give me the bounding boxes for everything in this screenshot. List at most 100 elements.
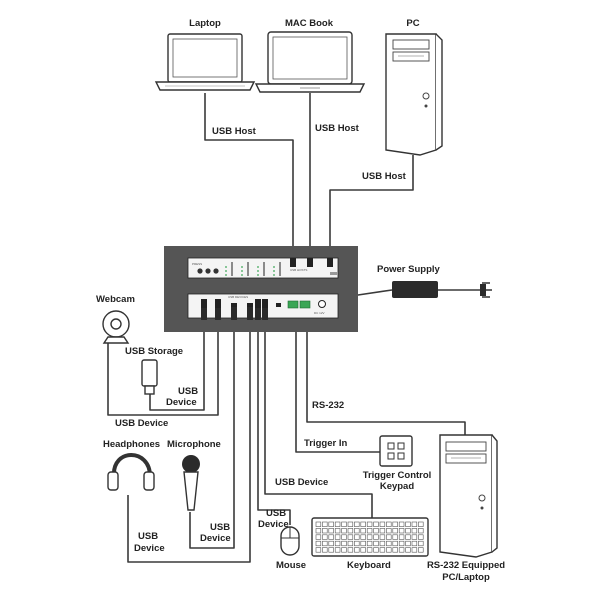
- keyboard-key: [341, 547, 347, 553]
- keyboard-key: [418, 540, 424, 547]
- switcher-unit: PRESS USB HOSTS USB DEVICES: [164, 246, 358, 332]
- keyboard-key: [360, 540, 366, 547]
- microphone-cable-label-1: USB: [210, 522, 230, 533]
- keyboard-key: [322, 534, 328, 540]
- keyboard-key: [392, 528, 398, 534]
- keyboard-key: [347, 534, 354, 540]
- rack-ear: [330, 272, 338, 275]
- macbook-label: MAC Book: [285, 18, 334, 29]
- dc-text: DC 12V: [314, 311, 325, 315]
- power-supply-icon: [392, 281, 492, 298]
- keyboard-key: [322, 528, 328, 534]
- headphones-cable-label-2: Device: [134, 543, 165, 554]
- usb-host-ports: [290, 258, 333, 267]
- trigger-cable-label: Trigger In: [304, 438, 347, 449]
- usb-device-ports: [201, 299, 281, 308]
- keyboard-key: [411, 521, 418, 527]
- keyboard-key: [341, 540, 347, 547]
- keyboard-key: [328, 534, 334, 540]
- keyboard-key: [386, 521, 392, 527]
- trigger-keypad-icon: [379, 435, 413, 467]
- rs232-cable-label: RS-232: [312, 400, 344, 411]
- keyboard-key: [347, 528, 354, 534]
- keyboard-key: [373, 528, 379, 534]
- mouse-usb-device-cable: [257, 318, 291, 525]
- unit-front-panel: [187, 257, 339, 279]
- microphone-usb-device-cable: [189, 318, 235, 549]
- keyboard-key: [411, 528, 418, 534]
- mouse-cable-label-1: USB: [266, 508, 286, 519]
- keyboard-key: [328, 540, 334, 547]
- mouse-cable-label-2: Device: [258, 519, 289, 530]
- keyboard-key: [418, 534, 424, 540]
- dc-power-jack: [318, 300, 326, 308]
- keyboard-key: [328, 528, 334, 534]
- keyboard-key: [386, 534, 392, 540]
- rs232-cable: [306, 318, 466, 435]
- keyboard-key: [347, 521, 354, 527]
- keyboard-key: [366, 521, 373, 527]
- keyboard-key: [341, 521, 347, 527]
- rear-lower-text: USB DEVICES: [228, 295, 248, 299]
- microphone-icon: [182, 455, 200, 511]
- mouse-icon: [280, 526, 300, 556]
- keyboard-key: [366, 534, 373, 540]
- keyboard-key: [411, 540, 418, 547]
- keyboard-usb-device-cable: [264, 318, 373, 518]
- usb-storage-cable-label-1: USB: [178, 386, 198, 397]
- keyboard-key: [405, 540, 411, 547]
- rs232-pc-label-1: RS-232 Equipped: [427, 560, 505, 571]
- keyboard-key: [398, 547, 405, 553]
- keyboard-key: [398, 521, 405, 527]
- keyboard-key: [398, 534, 405, 540]
- keyboard-key: [360, 547, 366, 553]
- keyboard-key: [328, 521, 334, 527]
- front-panel-text: PRESS: [192, 262, 202, 266]
- front-panel-buttons: [197, 268, 219, 274]
- keyboard-key: [366, 528, 373, 534]
- keyboard-key: [405, 534, 411, 540]
- keyboard-key: [341, 528, 347, 534]
- keyboard-key: [334, 528, 341, 534]
- keyboard-key: [392, 540, 398, 547]
- keyboard-key: [373, 534, 379, 540]
- macbook-icon: [254, 31, 366, 93]
- keyboard-key: [405, 521, 411, 527]
- keyboard-key: [354, 547, 360, 553]
- keyboard-key: [418, 528, 424, 534]
- microphone-label: Microphone: [167, 439, 221, 450]
- front-panel-dividers: [231, 262, 281, 276]
- headphones-label: Headphones: [103, 439, 160, 450]
- keyboard-key: [347, 540, 354, 547]
- keyboard-key: [315, 528, 322, 534]
- keyboard-key: [315, 547, 322, 553]
- pc-label: PC: [406, 18, 419, 29]
- keyboard-key: [405, 547, 411, 553]
- keyboard-key: [411, 547, 418, 553]
- keyboard-key: [334, 534, 341, 540]
- usb-storage-label: USB Storage: [125, 346, 183, 357]
- keyboard-key: [334, 547, 341, 553]
- keyboard-keys: [315, 521, 424, 553]
- macbook-cable-label: USB Host: [315, 123, 360, 134]
- keyboard-key: [386, 528, 392, 534]
- keyboard-key: [373, 540, 379, 547]
- laptop-icon: [154, 33, 256, 91]
- keyboard-key: [418, 547, 424, 553]
- keyboard-key: [347, 547, 354, 553]
- power-supply-label: Power Supply: [377, 264, 441, 275]
- keyboard-key: [322, 521, 328, 527]
- front-panel-leds: [225, 266, 275, 276]
- keyboard-key: [379, 540, 386, 547]
- mouse-label: Mouse: [276, 560, 306, 571]
- trigger-keypad-label-1: Trigger Control: [363, 470, 432, 481]
- keyboard-key: [341, 534, 347, 540]
- keyboard-key: [354, 521, 360, 527]
- usb-storage-cable: [149, 318, 205, 411]
- pc-tower-icon: [385, 33, 443, 156]
- keyboard-key: [360, 521, 366, 527]
- trigger-keypad-label-2: Keypad: [380, 481, 415, 492]
- keyboard-key: [398, 540, 405, 547]
- headphones-usb-device-cable: [127, 318, 251, 563]
